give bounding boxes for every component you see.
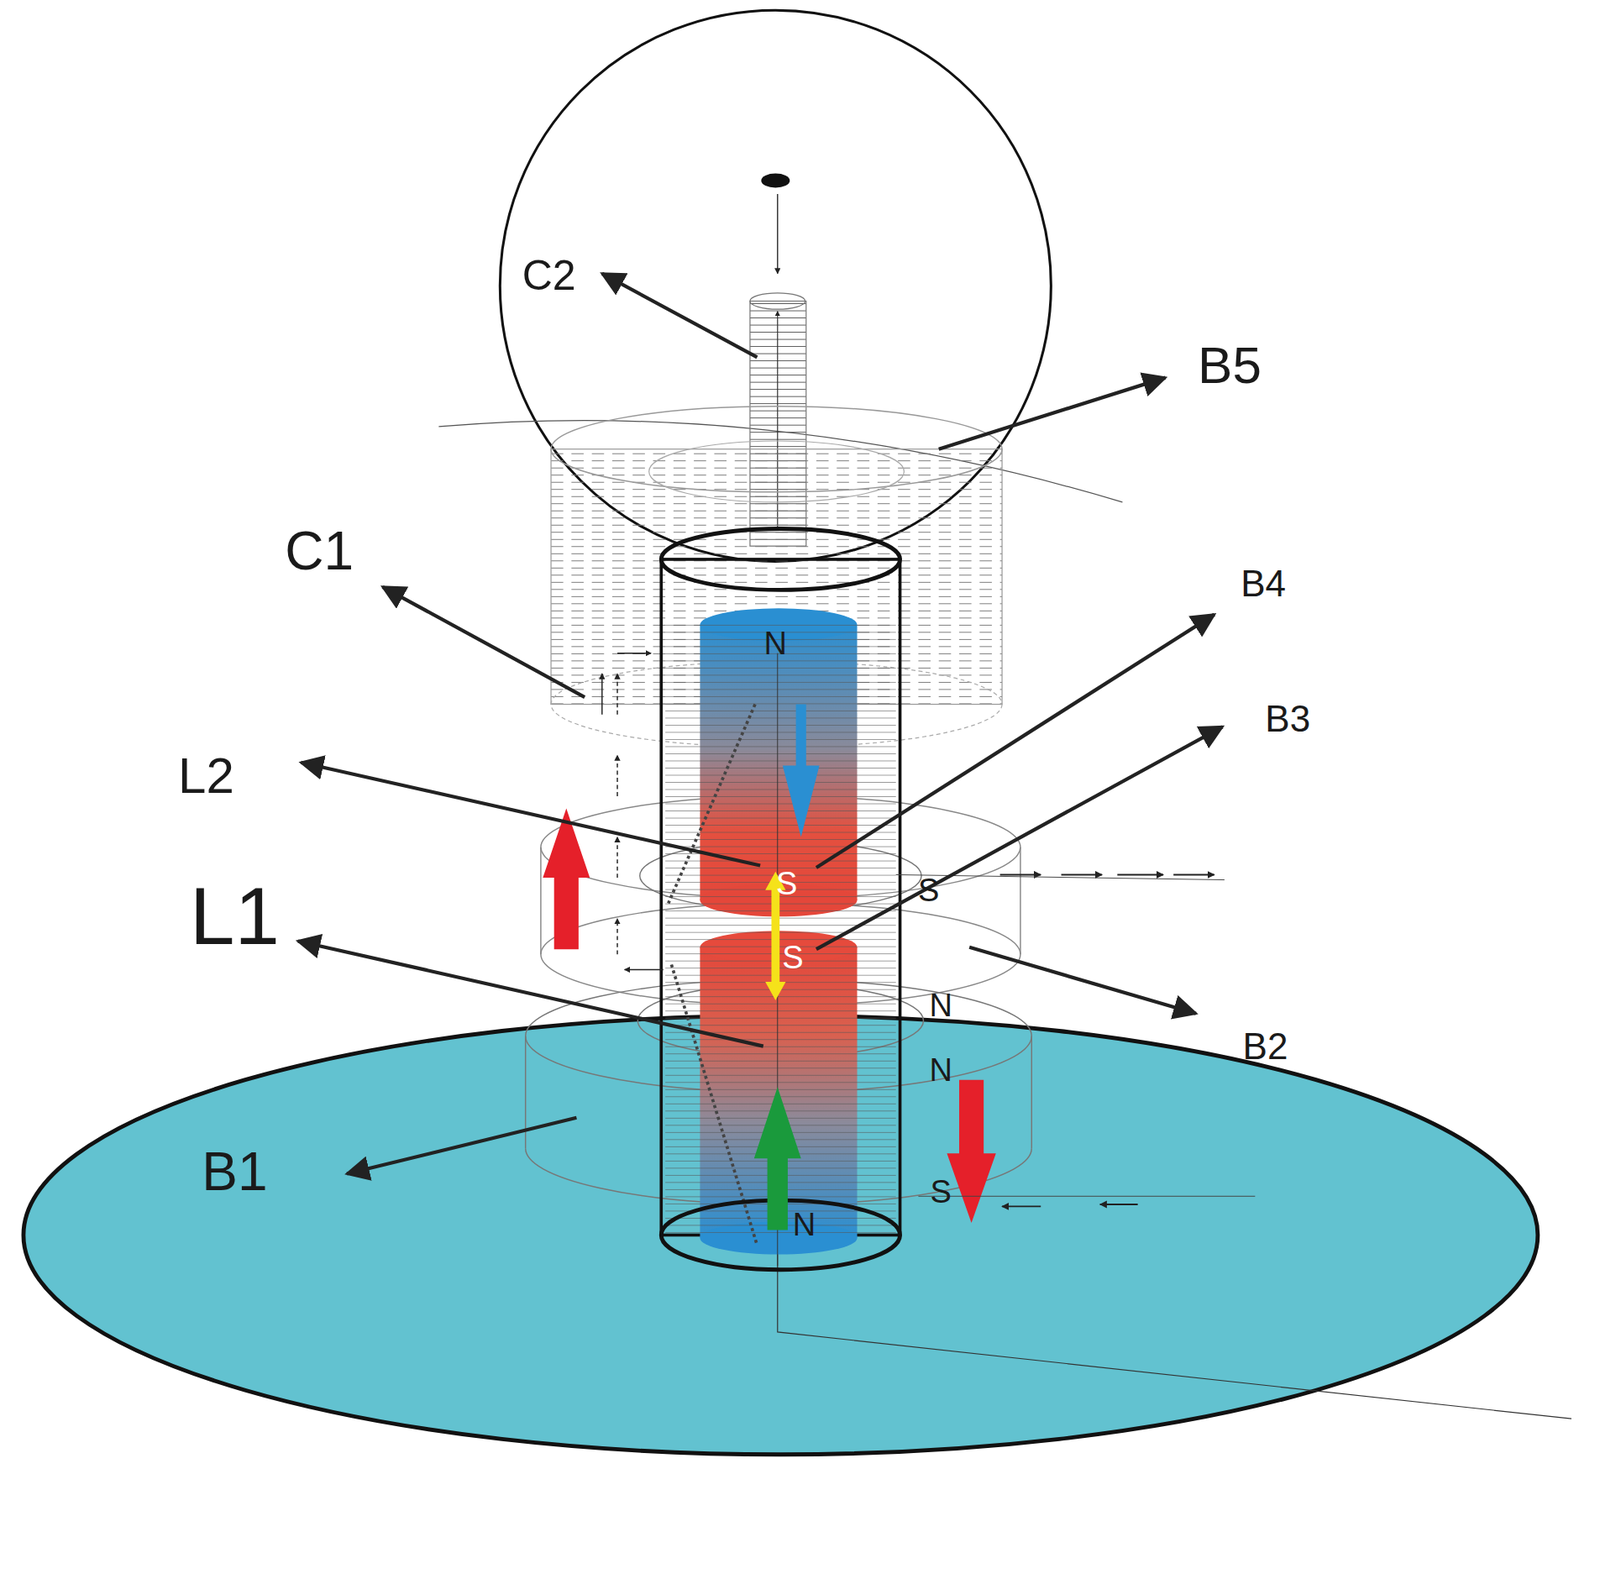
pole-letter: N: [928, 1054, 952, 1086]
pole-letter: N: [928, 989, 952, 1022]
part-label: B2: [1243, 1028, 1289, 1065]
part-label: L2: [178, 750, 235, 802]
pole-letter: N: [792, 1208, 816, 1241]
part-label: B1: [201, 1144, 268, 1199]
part-label: B4: [1240, 565, 1286, 603]
pole-letter: N: [764, 627, 787, 660]
pole-letter: S: [781, 941, 803, 974]
part-label: C2: [522, 254, 577, 297]
pole-letter: S: [918, 874, 940, 907]
pole-letter: S: [776, 867, 798, 900]
part-label: C1: [284, 524, 354, 578]
part-label: B3: [1264, 700, 1311, 738]
pole-letter: S: [929, 1175, 951, 1208]
part-label: B5: [1197, 339, 1262, 392]
part-label: L1: [189, 876, 280, 957]
